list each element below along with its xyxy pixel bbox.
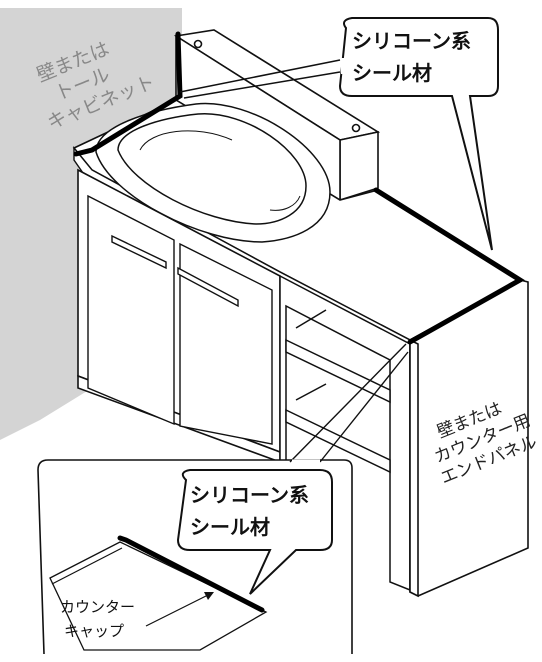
detail-inset: シリコーン系 シール材 カウンター キャップ	[37, 343, 409, 655]
handle-right	[177, 266, 239, 308]
counter-cap-shape	[49, 541, 268, 651]
counter-cap-label: カウンター キャップ	[60, 598, 140, 640]
cabinet-door-right	[177, 242, 273, 445]
end-panel	[409, 279, 529, 598]
seal-wall-edge	[73, 31, 183, 157]
cabinet-door-left	[87, 194, 175, 426]
seal-counter-cap	[117, 535, 265, 613]
callout-top-text: シリコーン系 シール材	[352, 29, 478, 85]
seal-endpanel-edge	[373, 187, 525, 345]
handle-left	[111, 234, 167, 270]
callout-inset-text: シリコーン系 シール材	[190, 483, 316, 539]
callout-top: シリコーン系 シール材	[179, 17, 499, 251]
counter-cap-arrow	[145, 593, 211, 627]
